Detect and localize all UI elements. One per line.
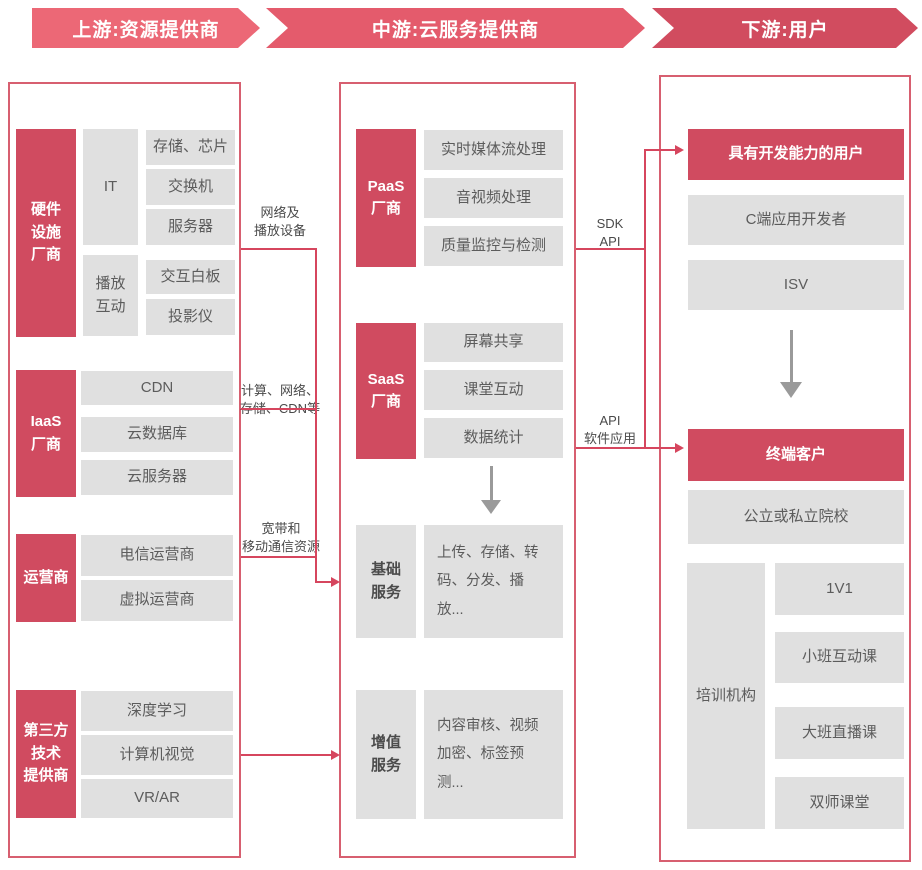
block-developer-users: 具有开发能力的用户 <box>688 129 904 180</box>
item-realtime-media: 实时媒体流处理 <box>424 130 563 170</box>
connector-line <box>241 248 317 250</box>
column-upstream: 硬件 设施 厂商 IT 播放 互动 存储、芯片 交换机 服务器 交互白板 投影仪… <box>8 82 241 858</box>
item-c-end-developer: C端应用开发者 <box>688 195 904 245</box>
item-switch: 交换机 <box>146 169 235 205</box>
item-whiteboard: 交互白板 <box>146 260 235 294</box>
banner-upstream: 上游:资源提供商 <box>32 8 260 48</box>
block-end-customers: 终端客户 <box>688 429 904 481</box>
item-virtual-carrier: 虚拟运营商 <box>81 580 233 621</box>
connector-bus-line <box>644 150 646 449</box>
block-paas-vendor: PaaS 厂商 <box>356 129 416 267</box>
item-storage-chip: 存储、芯片 <box>146 130 235 165</box>
label-sdk-api: SDK API <box>596 216 624 250</box>
item-cdn: CDN <box>81 371 233 405</box>
arrowhead-right-icon <box>675 145 684 155</box>
block-carrier: 运营商 <box>16 534 76 622</box>
connector-line <box>241 408 317 410</box>
item-dual-teacher-class: 双师课堂 <box>775 777 904 829</box>
item-public-private-school: 公立或私立院校 <box>688 490 904 544</box>
arrowhead-right-icon <box>675 443 684 453</box>
arrow-down-icon <box>780 382 802 398</box>
item-classroom-interact: 课堂互动 <box>424 370 563 410</box>
item-small-class: 小班互动课 <box>775 632 904 683</box>
block-hardware-vendor: 硬件 设施 厂商 <box>16 129 76 337</box>
item-telecom-carrier: 电信运营商 <box>81 535 233 576</box>
item-screen-share: 屏幕共享 <box>424 323 563 362</box>
connector-line <box>241 754 333 756</box>
block-thirdparty-tech: 第三方 技术 提供商 <box>16 690 76 818</box>
arrow-down-icon <box>490 466 493 502</box>
connector-line <box>241 556 317 558</box>
item-isv: ISV <box>688 260 904 310</box>
block-value-added-service: 增值 服务 <box>356 690 416 819</box>
item-1v1: 1V1 <box>775 563 904 615</box>
column-midstream: PaaS 厂商 实时媒体流处理 音视频处理 质量监控与检测 SaaS 厂商 屏幕… <box>339 82 576 858</box>
connector-bus-line <box>315 248 317 583</box>
item-audio-video: 音视频处理 <box>424 178 563 218</box>
item-cloud-database: 云数据库 <box>81 417 233 452</box>
item-projector: 投影仪 <box>146 299 235 335</box>
connector-line <box>576 447 677 449</box>
block-play-interact: 播放 互动 <box>83 255 138 336</box>
arrowhead-right-icon <box>331 577 340 587</box>
connector-line <box>576 248 646 250</box>
label-network-play-devices: 网络及 播放设备 <box>253 205 306 239</box>
item-large-live-class: 大班直播课 <box>775 707 904 759</box>
arrow-down-icon <box>790 330 793 384</box>
desc-basic-service: 上传、存储、转码、分发、播放... <box>424 525 563 638</box>
banner-downstream: 下游:用户 <box>652 8 918 48</box>
item-vr-ar: VR/AR <box>81 779 233 818</box>
block-saas-vendor: SaaS 厂商 <box>356 323 416 459</box>
connector-line <box>315 581 333 583</box>
column-downstream: 具有开发能力的用户 C端应用开发者 ISV 终端客户 公立或私立院校 培训机构 … <box>659 75 911 862</box>
item-computer-vision: 计算机视觉 <box>81 735 233 775</box>
arrowhead-right-icon <box>331 750 340 760</box>
block-iaas-vendor: IaaS 厂商 <box>16 370 76 497</box>
label-compute-network-storage-cdn: 计算、网络、 存储、CDN等 <box>239 383 321 417</box>
item-server: 服务器 <box>146 209 235 245</box>
item-data-statistics: 数据统计 <box>424 418 563 458</box>
block-basic-service: 基础 服务 <box>356 525 416 638</box>
item-quality-monitor: 质量监控与检测 <box>424 226 563 266</box>
item-deep-learning: 深度学习 <box>81 691 233 731</box>
label-broadband-mobile-resources: 宽带和 移动通信资源 <box>241 521 320 555</box>
desc-value-added-service: 内容审核、视频加密、标签预测... <box>424 690 563 819</box>
banner-midstream: 中游:云服务提供商 <box>266 8 645 48</box>
label-api-software: API 软件应用 <box>583 413 636 447</box>
item-cloud-server: 云服务器 <box>81 460 233 495</box>
block-it: IT <box>83 129 138 245</box>
block-training-institution: 培训机构 <box>687 563 765 829</box>
arrow-down-icon <box>481 500 501 514</box>
connector-line <box>644 149 677 151</box>
